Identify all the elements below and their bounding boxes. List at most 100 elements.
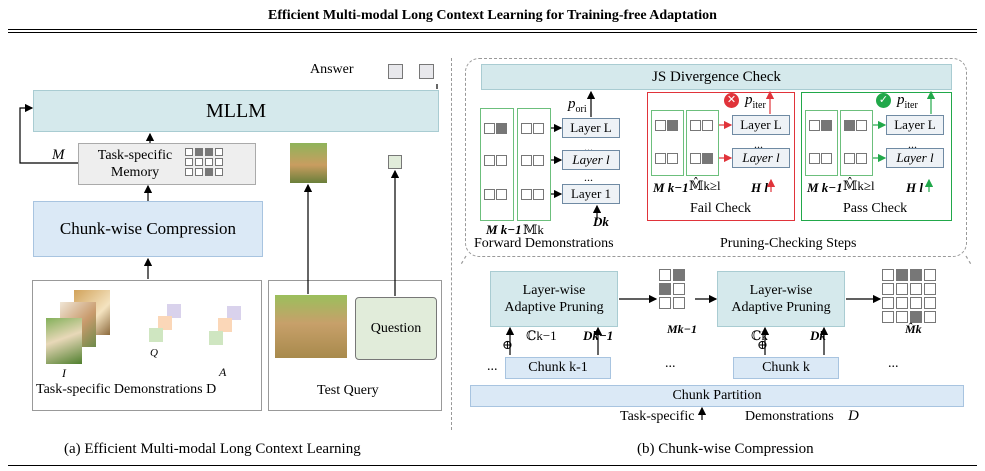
right-caption: (b) Chunk-wise Compression — [637, 441, 814, 457]
top-rule-2 — [8, 32, 977, 33]
fwd-layer-l: Layer l — [562, 150, 620, 170]
left-caption: (a) Efficient Multi-modal Long Context L… — [64, 441, 361, 457]
fwd-mk1-label: M k−1 — [486, 222, 522, 237]
memory-token — [896, 269, 908, 281]
fail-mk1-token — [655, 120, 666, 131]
chunk-k-label: Chunk k — [762, 360, 810, 375]
pass-mk1-column — [805, 110, 838, 176]
memory-token — [673, 269, 685, 281]
fail-p-iter: piter — [745, 92, 766, 111]
pass-layer-l: Layer l — [886, 148, 944, 168]
mk1-column — [480, 108, 514, 221]
lap-2-label-1: Layer-wise — [749, 283, 813, 298]
fwd-mbb-token — [521, 123, 532, 134]
memory-m-label: M — [52, 147, 65, 163]
fail-mhat-token — [702, 153, 713, 164]
memory-token — [910, 297, 922, 309]
lap-box-1: Layer-wise Adaptive Pruning — [490, 271, 618, 327]
memory-token — [205, 148, 213, 156]
mllm-box: MLLM — [33, 90, 439, 132]
q-token-2 — [158, 316, 172, 330]
forward-demos-label: Forward Demonstrations — [474, 236, 614, 251]
memory-token — [185, 168, 193, 176]
fwd-mbb-label: 𝕄k — [523, 222, 544, 237]
i-label: I — [62, 366, 66, 380]
p-ori-sub: ori — [575, 104, 587, 115]
pass-mhat-token — [844, 120, 855, 131]
pass-check-icon: ✓ — [876, 93, 891, 108]
fail-layer-l: Layer l — [732, 148, 790, 168]
task-demos-label: Task-specific — [620, 409, 695, 424]
dog-image-1 — [46, 318, 82, 364]
chunk-partition-box: Chunk Partition — [470, 385, 964, 407]
memory-token — [910, 311, 922, 323]
pass-mhat-token — [856, 120, 867, 131]
fail-x-icon: ✕ — [724, 93, 739, 108]
lap-box-2: Layer-wise Adaptive Pruning — [717, 271, 845, 327]
fwd-mk1-token — [496, 189, 507, 200]
memory-token — [185, 148, 193, 156]
memory-token — [215, 148, 223, 156]
fail-check-panel — [647, 92, 795, 221]
memory-token — [924, 297, 936, 309]
fwd-layer-L: Layer L — [562, 118, 620, 138]
p-ori-label: pori — [568, 96, 587, 115]
fwd-mbb-token — [533, 155, 544, 166]
mllm-label: MLLM — [206, 99, 266, 122]
memory-token — [910, 283, 922, 295]
pass-mhat-label: 𝕄̂k≥l — [843, 178, 875, 193]
memory-token — [910, 269, 922, 281]
q-label: Q — [150, 347, 158, 359]
memory-token — [195, 158, 203, 166]
pruning-steps-label: Pruning-Checking Steps — [720, 236, 857, 251]
memory-token — [195, 148, 203, 156]
a-label: A — [219, 365, 227, 379]
pass-p-sub: iter — [904, 100, 918, 111]
fail-p-sub: iter — [752, 100, 766, 111]
chunk-partition-label: Chunk Partition — [672, 388, 762, 403]
dots-right: ... — [888, 356, 899, 371]
a-token-3 — [209, 331, 223, 345]
memory-label-1: Task-specific — [97, 148, 173, 163]
test-dog-image — [275, 295, 347, 358]
chunk-compression-box: Chunk-wise Compression — [33, 201, 263, 257]
lap-1-label-1: Layer-wise — [522, 283, 586, 298]
memory-token — [896, 297, 908, 309]
fwd-mk1-token — [496, 123, 507, 134]
fwd-mbb-token — [521, 155, 532, 166]
memory-token — [215, 158, 223, 166]
memory-token — [673, 297, 685, 309]
pass-p-iter: piter — [897, 92, 918, 111]
memory-token — [673, 283, 685, 295]
pass-mk1-token — [809, 120, 820, 131]
fwd-mk1-token — [484, 123, 495, 134]
pass-p: p — [897, 92, 905, 108]
fwd-layer-1: Layer 1 — [562, 184, 620, 204]
task-memory-box: Task-specific Memory — [78, 143, 256, 185]
pass-mk1-token — [821, 120, 832, 131]
c-k1-label: ℂk−1 — [526, 328, 557, 343]
memory-token — [896, 283, 908, 295]
fwd-dots: ... — [584, 140, 593, 154]
fwd-mbb-token — [533, 123, 544, 134]
fwd-mbb-token — [533, 189, 544, 200]
lap-2-label-2: Adaptive Pruning — [731, 300, 831, 315]
dots-left: ... — [487, 359, 498, 374]
fail-mhat-token — [690, 120, 701, 131]
js-label: JS Divergence Check — [652, 68, 781, 85]
d-label: D — [848, 408, 859, 424]
pass-dots: ... — [908, 137, 917, 151]
a-token-1 — [227, 306, 241, 320]
top-rule — [8, 29, 977, 30]
demonstrations-label: Demonstrations — [745, 409, 834, 424]
fwd-mk1-token — [484, 155, 495, 166]
memory-token — [924, 269, 936, 281]
fwd-dots-2: ... — [584, 170, 593, 184]
chunk-k-box: Chunk k — [733, 357, 839, 379]
fail-mk1-token — [667, 153, 678, 164]
pass-check-label: Pass Check — [843, 201, 908, 216]
chunk-k1-box: Chunk k-1 — [505, 357, 611, 379]
p-ori: p — [568, 96, 576, 112]
memory-token — [205, 158, 213, 166]
fail-layer-L: Layer L — [732, 115, 790, 135]
